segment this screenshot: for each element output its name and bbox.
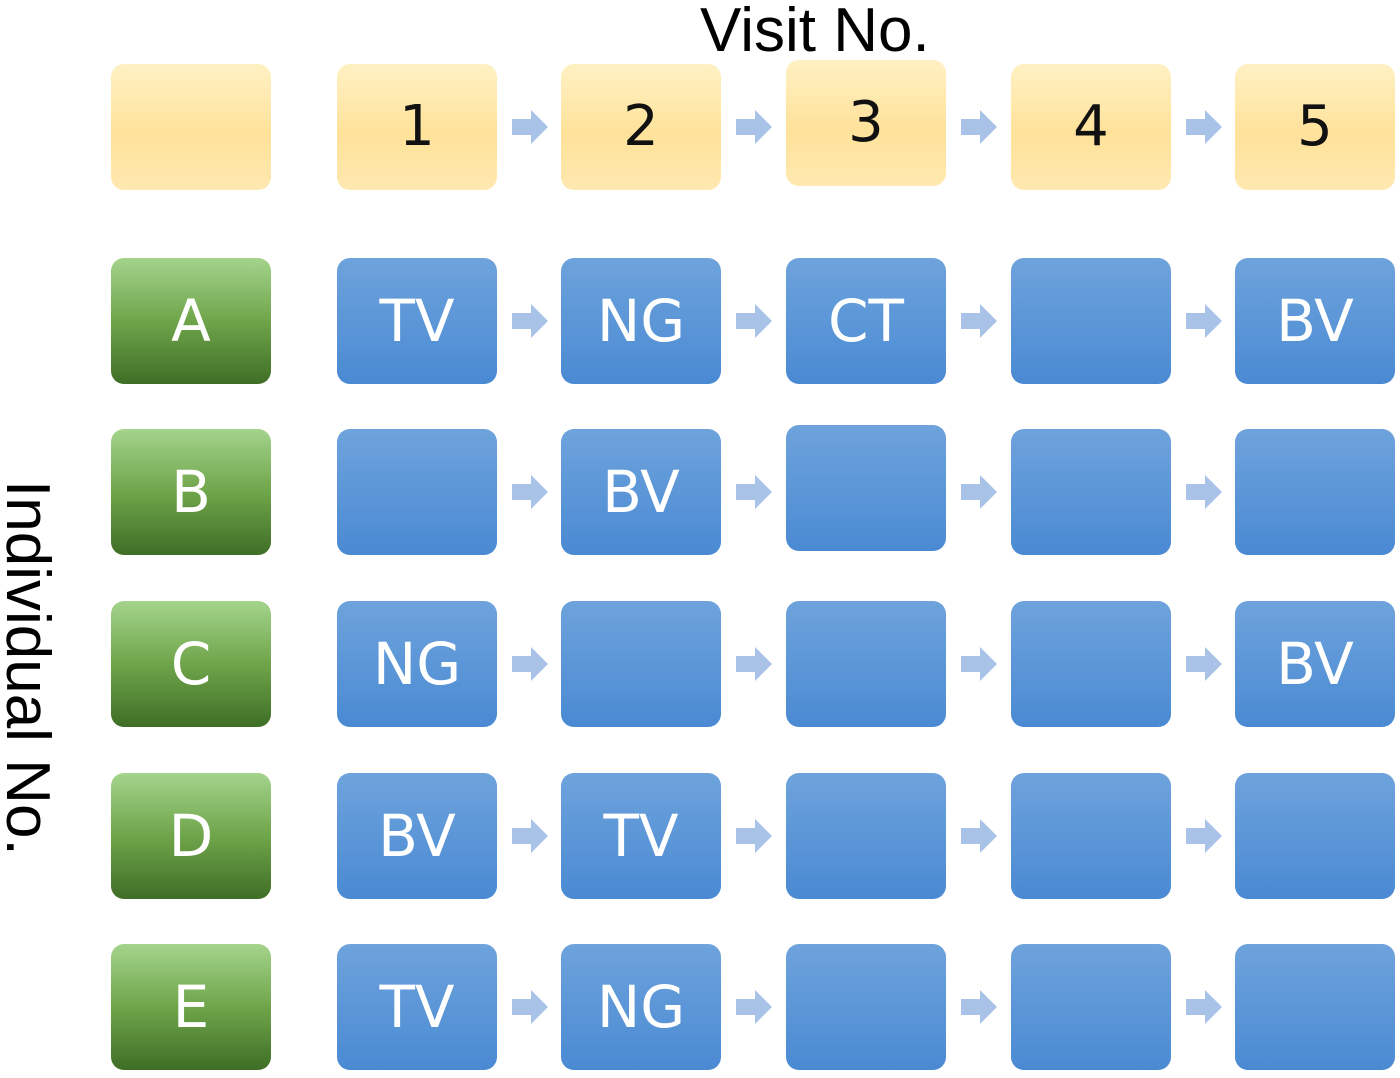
visit-cell-label: NG bbox=[372, 630, 462, 698]
visit-cell-label: CT bbox=[828, 287, 904, 355]
visit-cell bbox=[1011, 429, 1171, 555]
individual-label-box-label: D bbox=[168, 802, 214, 870]
visit-cell bbox=[337, 429, 497, 555]
individual-label-box: C bbox=[111, 601, 271, 727]
visit-cell bbox=[786, 944, 946, 1070]
visit-cell bbox=[1235, 773, 1395, 899]
visit-cell-label: NG bbox=[596, 287, 686, 355]
right-arrow-icon bbox=[736, 110, 772, 144]
visit-cell bbox=[1011, 601, 1171, 727]
visit-number-box-label: 4 bbox=[1073, 94, 1109, 159]
visit-cell: TV bbox=[337, 944, 497, 1070]
visit-number-box: 3 bbox=[786, 60, 946, 186]
visit-number-box: 1 bbox=[337, 64, 497, 190]
right-arrow-icon bbox=[961, 110, 997, 144]
individual-label-box-label: B bbox=[171, 458, 211, 526]
visit-axis-title: Visit No. bbox=[700, 0, 930, 65]
visit-cell: TV bbox=[337, 258, 497, 384]
visit-cell-label: BV bbox=[1276, 287, 1354, 355]
visit-cell-label: TV bbox=[379, 973, 455, 1041]
visit-cell: BV bbox=[1235, 601, 1395, 727]
visit-cell: BV bbox=[1235, 258, 1395, 384]
visit-cell-label: NG bbox=[596, 973, 686, 1041]
visit-number-box-label: 2 bbox=[623, 94, 659, 159]
right-arrow-icon bbox=[1186, 110, 1222, 144]
corner-header-box bbox=[111, 64, 271, 190]
individual-label-box: A bbox=[111, 258, 271, 384]
right-arrow-icon bbox=[512, 647, 548, 681]
individual-label-box-label: A bbox=[171, 287, 211, 355]
visit-cell: NG bbox=[561, 944, 721, 1070]
visit-cell: NG bbox=[561, 258, 721, 384]
visit-cell: TV bbox=[561, 773, 721, 899]
right-arrow-icon bbox=[512, 110, 548, 144]
visit-number-box-label: 1 bbox=[399, 94, 435, 159]
right-arrow-icon bbox=[961, 819, 997, 853]
right-arrow-icon bbox=[736, 475, 772, 509]
visit-number-box: 5 bbox=[1235, 64, 1395, 190]
right-arrow-icon bbox=[1186, 990, 1222, 1024]
right-arrow-icon bbox=[736, 304, 772, 338]
visit-cell bbox=[1011, 258, 1171, 384]
individual-label-box-label: C bbox=[170, 630, 212, 698]
right-arrow-icon bbox=[961, 990, 997, 1024]
right-arrow-icon bbox=[512, 304, 548, 338]
right-arrow-icon bbox=[1186, 819, 1222, 853]
individual-label-box: E bbox=[111, 944, 271, 1070]
right-arrow-icon bbox=[961, 475, 997, 509]
visit-cell-label: TV bbox=[379, 287, 455, 355]
visit-cell: BV bbox=[561, 429, 721, 555]
right-arrow-icon bbox=[736, 819, 772, 853]
right-arrow-icon bbox=[961, 647, 997, 681]
visit-cell-label: TV bbox=[603, 802, 679, 870]
visit-cell bbox=[1235, 944, 1395, 1070]
visit-cell-label: BV bbox=[602, 458, 680, 526]
individual-label-box: D bbox=[111, 773, 271, 899]
right-arrow-icon bbox=[512, 819, 548, 853]
right-arrow-icon bbox=[1186, 475, 1222, 509]
visit-cell bbox=[786, 425, 946, 551]
right-arrow-icon bbox=[512, 990, 548, 1024]
visit-cell bbox=[561, 601, 721, 727]
individual-label-box: B bbox=[111, 429, 271, 555]
visit-cell bbox=[786, 601, 946, 727]
visit-cell: CT bbox=[786, 258, 946, 384]
individual-label-box-label: E bbox=[172, 973, 210, 1041]
visit-cell: BV bbox=[337, 773, 497, 899]
visit-number-box: 2 bbox=[561, 64, 721, 190]
right-arrow-icon bbox=[1186, 304, 1222, 338]
visit-number-box: 4 bbox=[1011, 64, 1171, 190]
visit-number-box-label: 5 bbox=[1297, 94, 1333, 159]
right-arrow-icon bbox=[1186, 647, 1222, 681]
visit-cell bbox=[1011, 773, 1171, 899]
right-arrow-icon bbox=[736, 990, 772, 1024]
right-arrow-icon bbox=[736, 647, 772, 681]
visit-cell: NG bbox=[337, 601, 497, 727]
right-arrow-icon bbox=[961, 304, 997, 338]
visit-cell bbox=[1235, 429, 1395, 555]
right-arrow-icon bbox=[512, 475, 548, 509]
visit-number-box-label: 3 bbox=[848, 90, 884, 155]
visit-cell bbox=[1011, 944, 1171, 1070]
visit-cell-label: BV bbox=[378, 802, 456, 870]
individual-axis-title: Individual No. bbox=[0, 480, 62, 856]
visit-cell-label: BV bbox=[1276, 630, 1354, 698]
visit-cell bbox=[786, 773, 946, 899]
